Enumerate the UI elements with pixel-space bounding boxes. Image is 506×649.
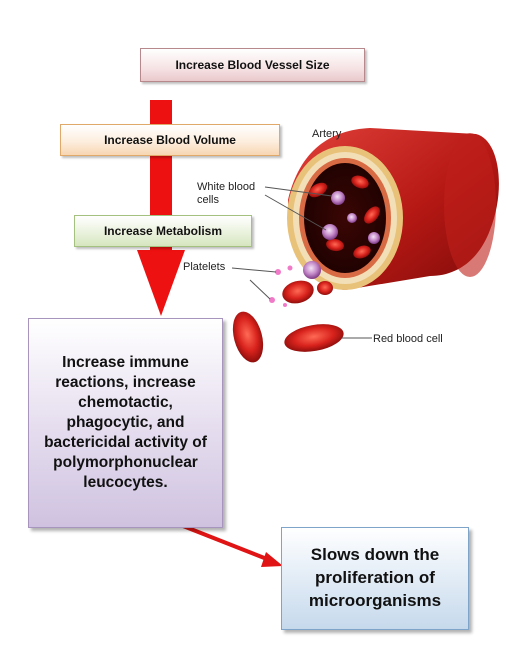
slows-proliferation-box: Slows down the proliferation of microorg… (281, 527, 469, 630)
red-blood-cell (282, 280, 314, 304)
platelets-leader-line (249, 279, 271, 300)
white-blood-cells-label: White blood cells (197, 181, 256, 206)
red-blood-cell (284, 324, 344, 352)
white-blood-cell (331, 191, 345, 205)
platelet (283, 303, 287, 307)
platelet (269, 297, 275, 303)
increase-blood-volume-box: Increase Blood Volume (60, 124, 280, 156)
red-blood-cell-label: Red blood cell (373, 333, 443, 345)
platelet (287, 265, 293, 271)
artery-label: Artery (312, 128, 342, 140)
platelets-label: Platelets (183, 261, 226, 273)
red-blood-cell (232, 311, 264, 363)
diagonal-arrow (177, 522, 283, 567)
immune-reactions-box: Increase immune reactions, increase chem… (28, 318, 223, 528)
white-blood-cell (347, 213, 357, 223)
white-blood-cell (322, 224, 338, 240)
platelets-leader-line (231, 267, 277, 273)
increase-metabolism-box: Increase Metabolism (74, 215, 252, 247)
artery-illustration (231, 128, 499, 363)
increase-blood-vessel-size-box: Increase Blood Vessel Size (140, 48, 365, 82)
white-blood-cell (368, 232, 380, 244)
wbc-leader-line (264, 194, 327, 231)
wbc-leader-line (264, 186, 333, 197)
platelet (275, 269, 281, 275)
white-blood-cell (303, 261, 321, 279)
